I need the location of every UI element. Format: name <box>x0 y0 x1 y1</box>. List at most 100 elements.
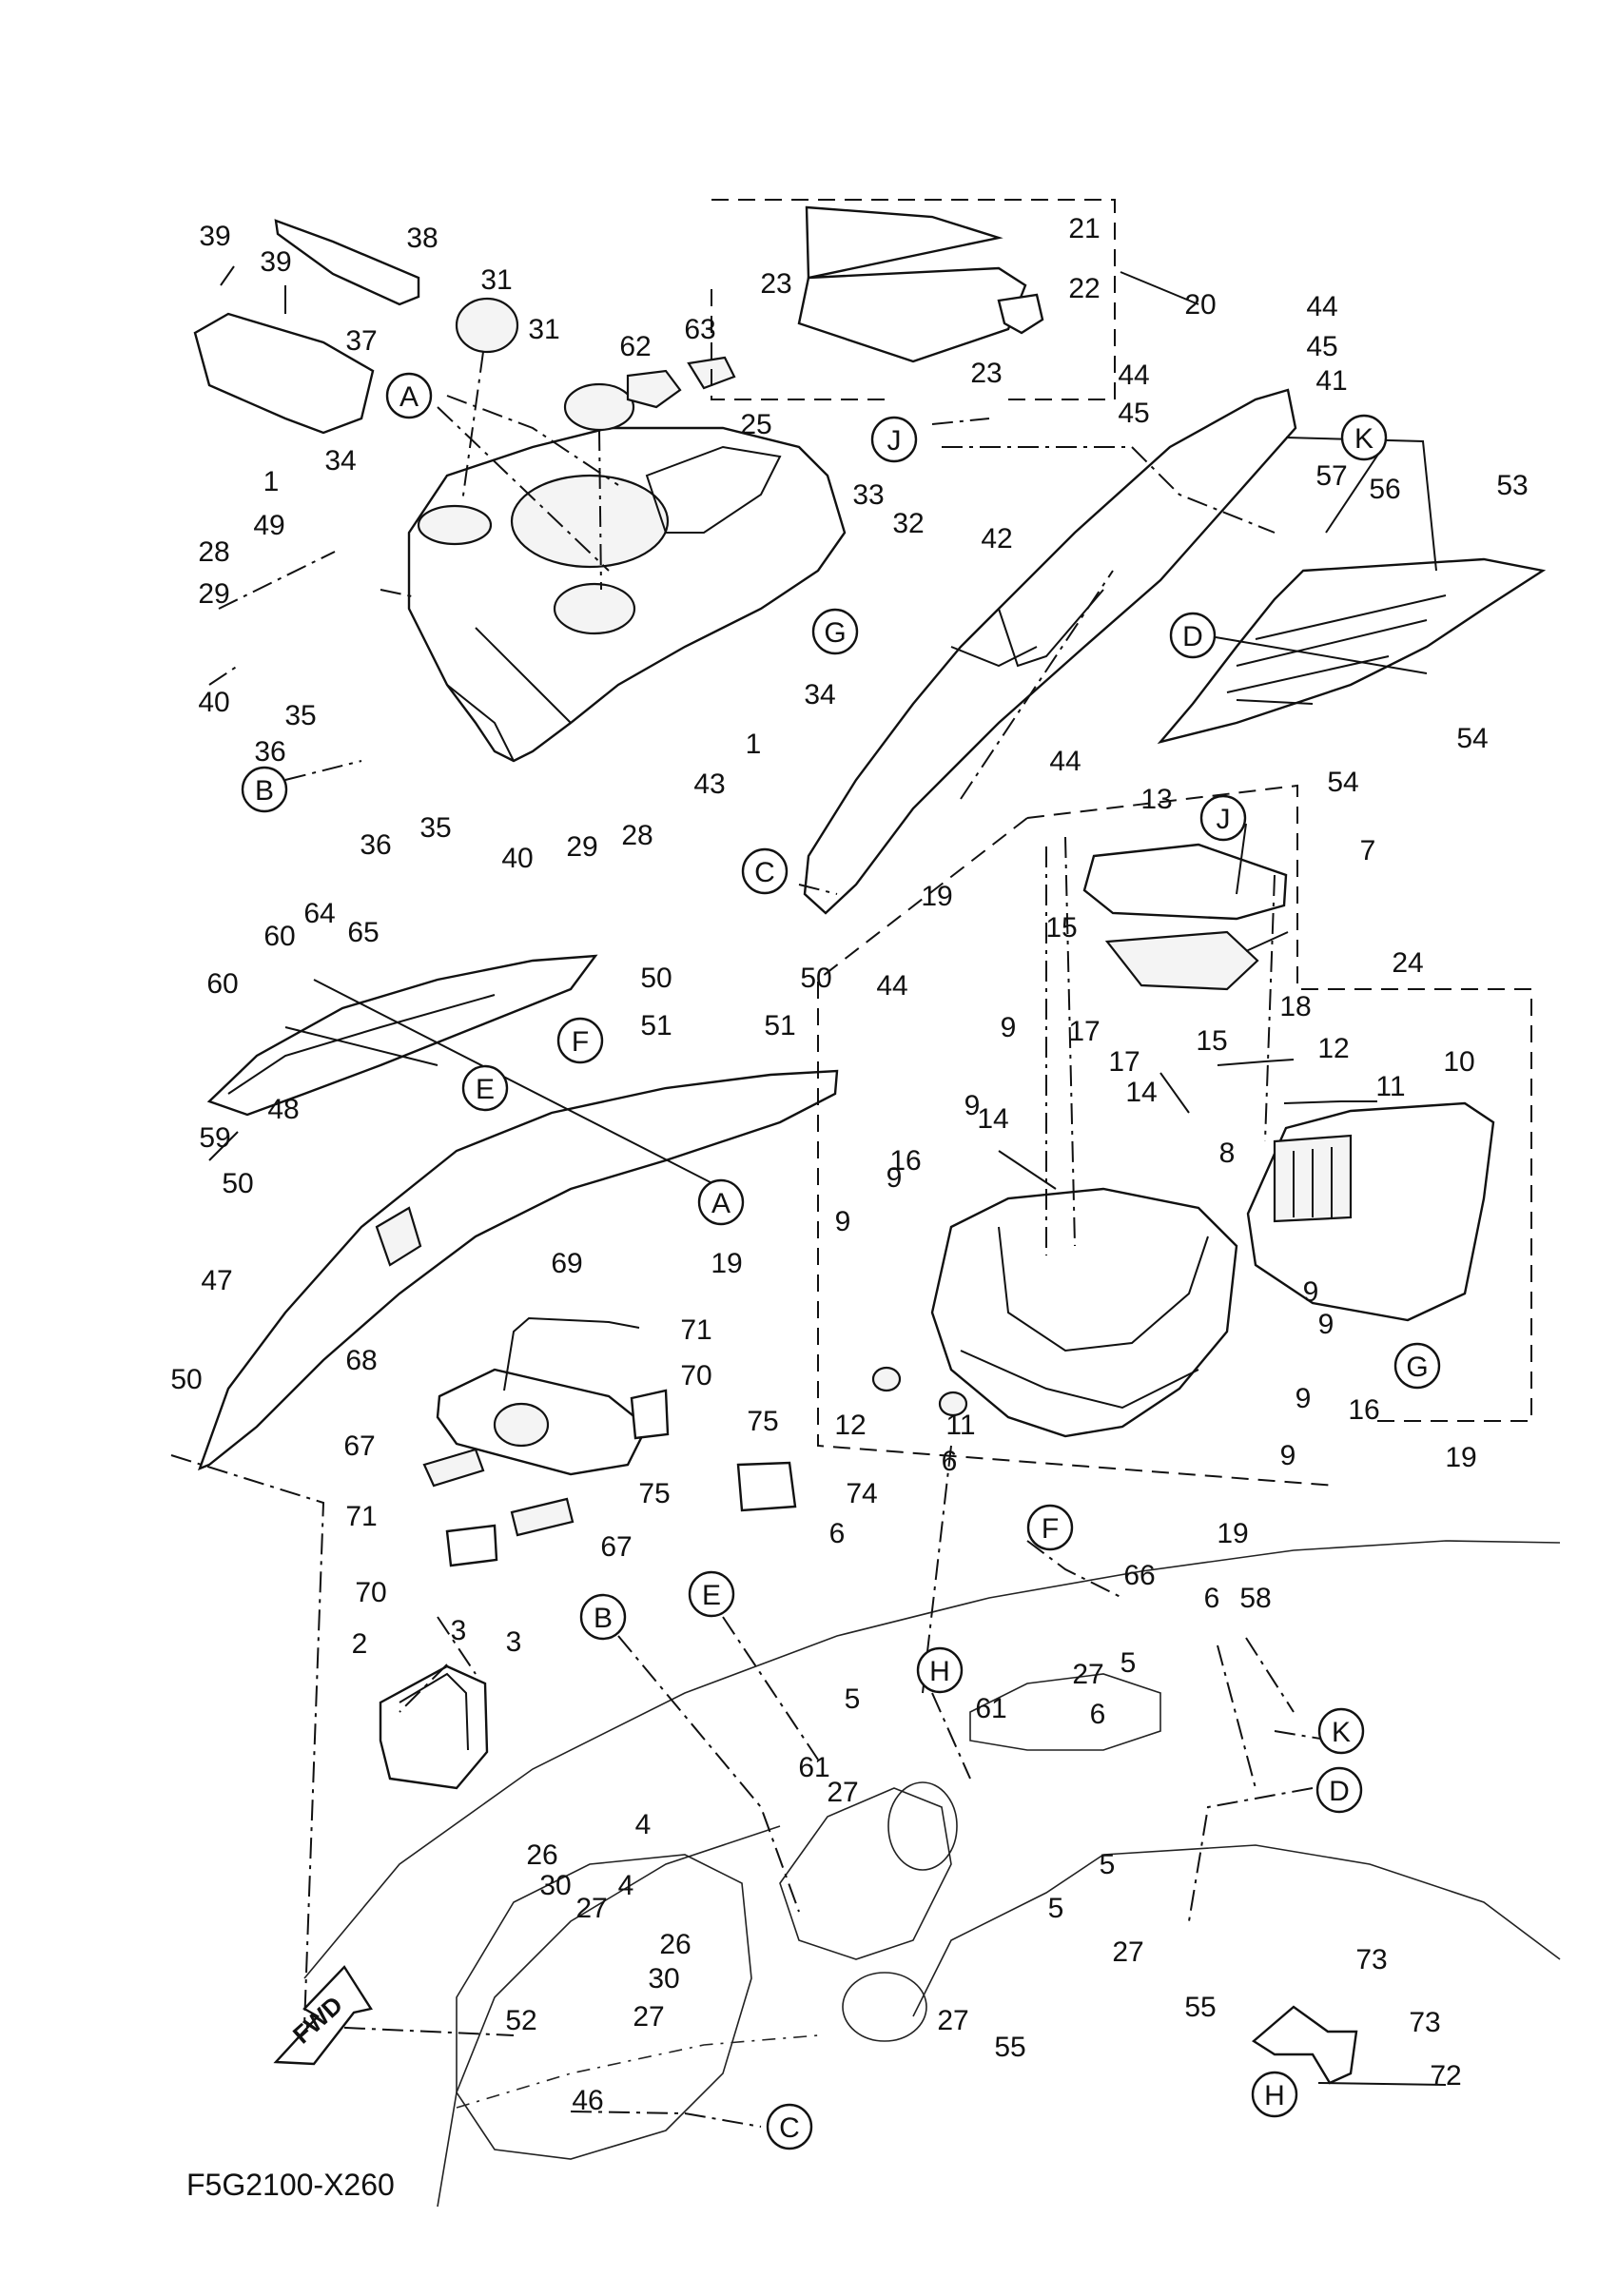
callout-59: 59 <box>199 1122 230 1154</box>
storage-bin-assembly <box>930 1187 1238 1438</box>
reference-E: E <box>688 1570 735 1618</box>
callout-22: 22 <box>1068 273 1100 304</box>
callout-72: 72 <box>1430 2060 1461 2092</box>
callout-12: 12 <box>1317 1033 1349 1064</box>
reference-B: B <box>579 1593 627 1641</box>
callout-27: 27 <box>827 1777 858 1808</box>
callout-27: 27 <box>633 2001 664 2033</box>
callout-17: 17 <box>1108 1046 1140 1078</box>
reference-K: K <box>1340 414 1388 461</box>
callout-71: 71 <box>680 1314 711 1346</box>
reference-F: F <box>1026 1504 1074 1551</box>
callout-6: 6 <box>942 1446 958 1477</box>
callout-51: 51 <box>764 1010 795 1041</box>
callout-31: 31 <box>480 264 512 296</box>
reference-G: G <box>1393 1342 1441 1390</box>
callout-47: 47 <box>201 1265 232 1296</box>
reference-D: D <box>1169 612 1217 659</box>
reference-letter: B <box>594 1603 613 1634</box>
part-72-bracket <box>1251 2005 1358 2085</box>
reference-circle <box>1317 1707 1365 1755</box>
callout-73: 73 <box>1355 1944 1387 1975</box>
reference-circle <box>766 2103 813 2150</box>
part-67-pad <box>422 1448 485 1488</box>
callout-39: 39 <box>260 246 291 278</box>
reference-letter: K <box>1332 1717 1351 1748</box>
callout-33: 33 <box>852 479 884 511</box>
callout-14: 14 <box>977 1103 1008 1135</box>
callout-27: 27 <box>937 2005 968 2036</box>
callout-14: 14 <box>1125 1077 1157 1108</box>
part-47-side-rail <box>197 1069 839 1471</box>
callout-44: 44 <box>1049 746 1081 777</box>
callout-5: 5 <box>1120 1647 1137 1679</box>
reference-letter: G <box>1406 1352 1428 1383</box>
reference-H: H <box>916 1646 964 1694</box>
reference-letter: B <box>255 775 274 807</box>
callout-38: 38 <box>406 223 438 254</box>
part-38-strip <box>274 219 420 306</box>
part-53-vent <box>1157 557 1547 745</box>
callout-64: 64 <box>303 898 335 929</box>
reference-letter: J <box>1217 804 1231 835</box>
callout-4: 4 <box>618 1870 634 1901</box>
callout-6: 6 <box>1090 1699 1106 1730</box>
callout-1: 1 <box>263 466 280 497</box>
reference-circle <box>697 1178 745 1226</box>
callout-54: 54 <box>1456 723 1488 754</box>
reference-circle <box>1251 2071 1298 2118</box>
callout-7: 7 <box>1360 835 1376 866</box>
callout-1: 1 <box>746 729 762 760</box>
callout-58: 58 <box>1239 1583 1271 1614</box>
callout-54: 54 <box>1327 767 1358 798</box>
callout-9: 9 <box>835 1206 851 1237</box>
callout-43: 43 <box>693 769 725 800</box>
part-11-cable <box>1283 1100 1377 1104</box>
callout-69: 69 <box>551 1248 582 1279</box>
callout-40: 40 <box>501 843 533 874</box>
part-2-box <box>379 1664 489 1790</box>
callout-57: 57 <box>1315 460 1347 492</box>
fwd-arrow: FWD <box>273 1965 373 2066</box>
callout-2: 2 <box>352 1628 368 1660</box>
callout-6: 6 <box>1204 1583 1220 1614</box>
reference-letter: F <box>572 1026 589 1058</box>
callout-44: 44 <box>1118 360 1149 391</box>
reference-C: C <box>766 2103 813 2150</box>
part-31-pad <box>563 382 635 432</box>
reference-F: F <box>556 1017 604 1064</box>
callout-19: 19 <box>711 1248 742 1279</box>
part-11-grommet <box>938 1391 968 1417</box>
callout-45: 45 <box>1306 331 1337 362</box>
callout-4: 4 <box>635 1809 652 1840</box>
reference-letter: C <box>754 857 775 888</box>
callout-42: 42 <box>981 523 1012 555</box>
callout-41: 41 <box>1315 365 1347 397</box>
callout-74: 74 <box>846 1478 877 1509</box>
callout-60: 60 <box>206 968 238 1000</box>
reference-B: B <box>241 766 288 813</box>
callout-75: 75 <box>747 1406 778 1437</box>
reference-letter: E <box>702 1580 721 1611</box>
reference-circle <box>688 1570 735 1618</box>
callout-10: 10 <box>1443 1046 1474 1078</box>
callout-68: 68 <box>345 1345 377 1376</box>
callout-50: 50 <box>800 963 831 994</box>
group-20-box <box>711 199 1116 400</box>
reference-circle <box>1393 1342 1441 1390</box>
reference-J: J <box>870 416 918 463</box>
callout-52: 52 <box>505 2005 536 2036</box>
reference-circle <box>461 1064 509 1112</box>
fwd-arrow-icon <box>273 1965 373 2066</box>
callout-28: 28 <box>621 820 653 851</box>
storage-deck-assembly <box>407 426 847 763</box>
reference-letter: J <box>887 425 902 457</box>
callout-48: 48 <box>267 1094 299 1125</box>
callout-55: 55 <box>994 2032 1025 2063</box>
callout-71: 71 <box>345 1501 377 1532</box>
part-74-bracket <box>736 1461 797 1512</box>
reference-D: D <box>1315 1766 1363 1814</box>
callout-9: 9 <box>964 1090 981 1121</box>
callout-75: 75 <box>638 1478 670 1509</box>
